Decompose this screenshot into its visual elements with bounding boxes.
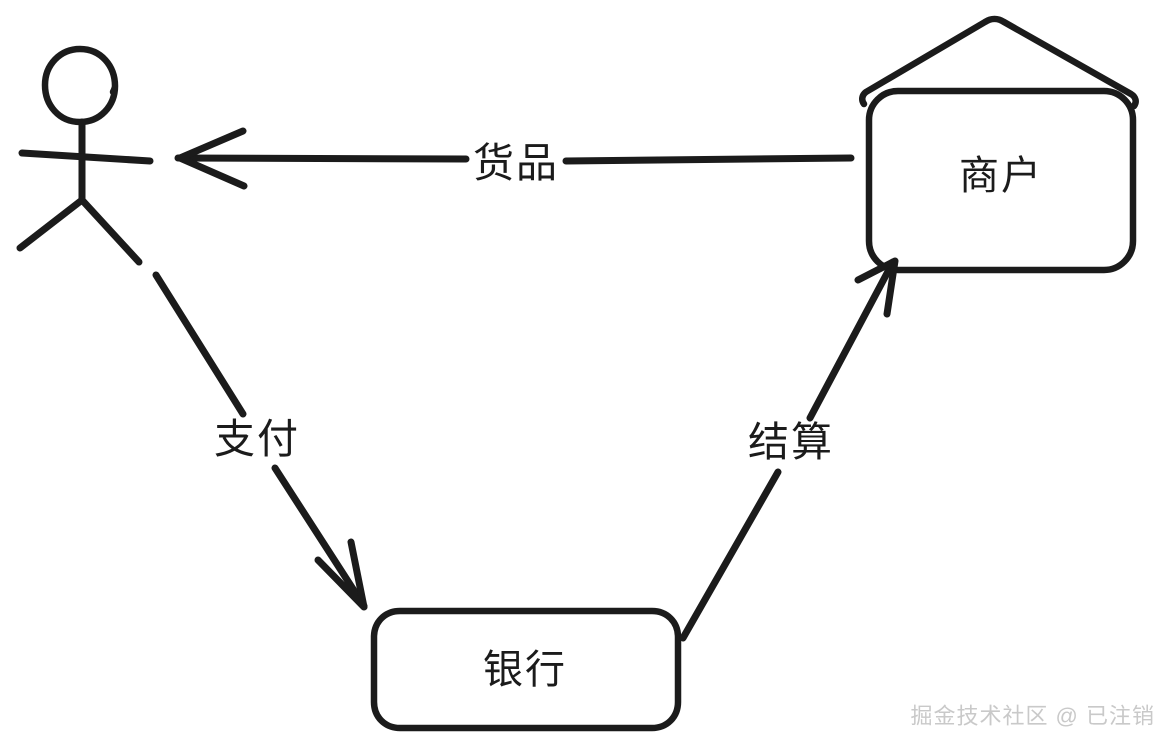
edge-settlement-arrowhead-icon (854, 257, 899, 318)
edge-payment[interactable]: 支付 (152, 271, 368, 611)
edge-payment-line-upper (152, 271, 247, 418)
edge-goods-arrowhead-icon (176, 127, 248, 190)
merchant-label: 商户 (959, 154, 1043, 198)
edge-goods-label: 货品 (473, 140, 559, 186)
edge-settlement-line-upper (806, 258, 897, 422)
edge-goods-line-right (562, 154, 855, 165)
node-customer[interactable] (16, 45, 154, 266)
node-merchant[interactable]: 商户 (859, 15, 1139, 274)
node-bank[interactable]: 银行 (370, 607, 682, 732)
stick-figure-head-icon (41, 45, 119, 126)
edge-payment-arrowhead-icon (314, 538, 368, 611)
edge-goods-line-left (174, 154, 470, 163)
edge-payment-label: 支付 (214, 416, 300, 462)
edge-payment-line-lower (271, 464, 368, 610)
stick-figure-arms (18, 149, 154, 165)
watermark: 掘金技术社区 @ 已注销 (910, 704, 1155, 729)
stick-figure-left-leg (16, 196, 86, 252)
stick-figure-right-leg (78, 196, 143, 266)
edge-settlement[interactable]: 结算 (679, 257, 899, 642)
edge-settlement-line-lower (679, 468, 782, 642)
bank-box (370, 607, 682, 732)
edge-settlement-label: 结算 (748, 419, 834, 465)
merchant-box (865, 87, 1137, 274)
merchant-roof-icon (859, 15, 1139, 110)
bank-label: 银行 (483, 648, 567, 692)
edge-goods[interactable]: 货品 (174, 127, 855, 190)
